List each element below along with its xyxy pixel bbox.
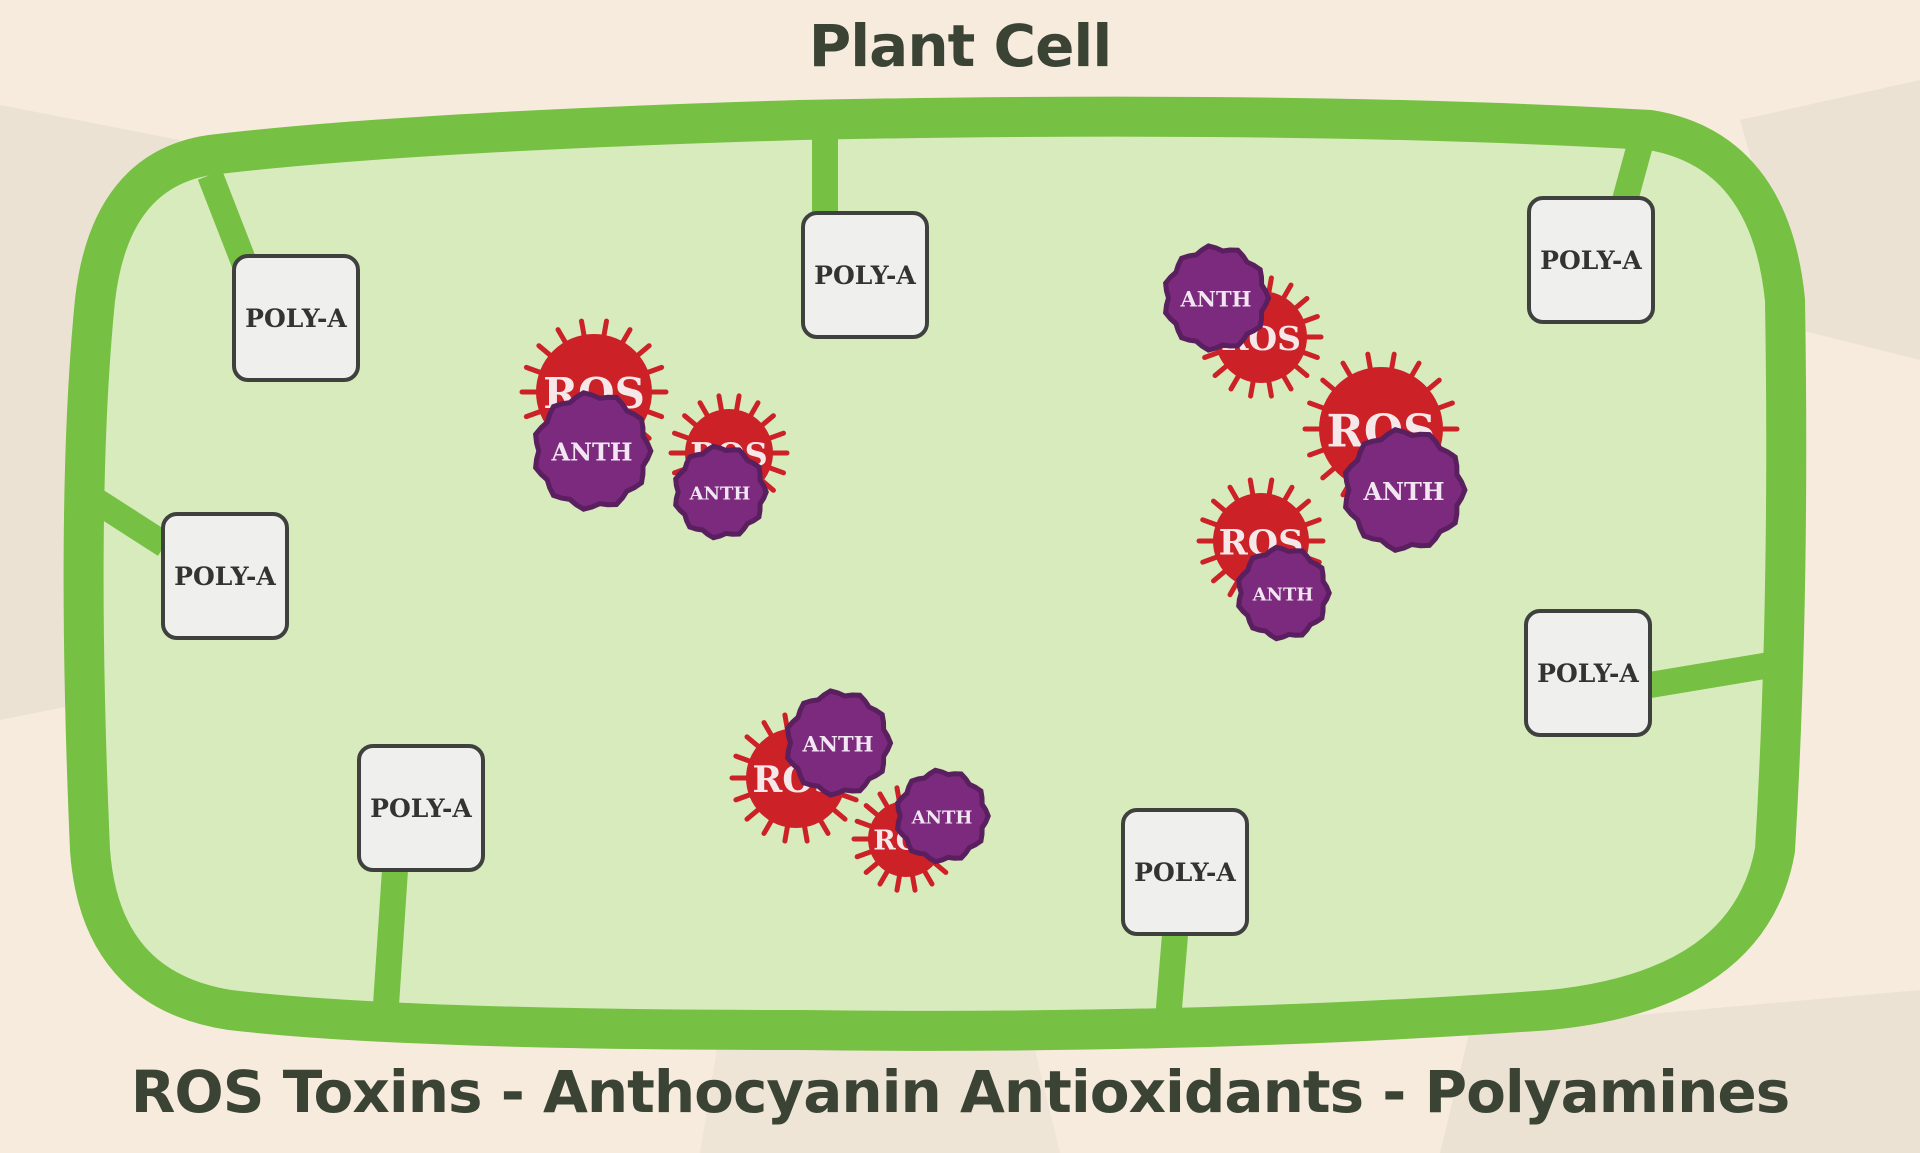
strand-3 — [1612, 141, 1653, 204]
polyamine-label: POLY-A — [1537, 659, 1639, 688]
polyamine-box: POLY-A — [1527, 196, 1655, 324]
anth-body — [673, 443, 769, 541]
strand-6 — [372, 869, 408, 1021]
anth-body — [1162, 243, 1272, 353]
polyamine-label: POLY-A — [174, 562, 276, 591]
polyamine-label: POLY-A — [245, 304, 347, 333]
polyamine-label: POLY-A — [1134, 858, 1236, 887]
anthocyanin-antioxidant: ANTH — [1236, 544, 1332, 642]
polyamine-box: POLY-A — [1121, 808, 1249, 936]
anth-body — [895, 767, 991, 865]
anthocyanin-antioxidant: ANTH — [1162, 243, 1272, 353]
diagram-title: Plant Cell — [808, 12, 1112, 80]
anth-label: ANTH — [1180, 287, 1252, 312]
anth-label: ANTH — [802, 732, 874, 757]
anth-label: ANTH — [1362, 477, 1444, 506]
bg-shade-bottom-right — [1440, 990, 1920, 1153]
polyamine-box: POLY-A — [161, 512, 289, 640]
ros-anth-layer: ROSANTHROSANTHROSANTHROSANTHROSANTHROSAN… — [519, 243, 1468, 893]
connector-strands — [87, 125, 1773, 1022]
bg-shade-right — [1740, 80, 1920, 360]
anthocyanin-antioxidant: ANTH — [1342, 427, 1468, 553]
polyamine-box: POLY-A — [801, 211, 929, 339]
anth-body — [1236, 544, 1332, 642]
polyamine-box-shape — [161, 512, 289, 640]
polyamine-box-shape — [1527, 196, 1655, 324]
anthocyanin-antioxidant: ANTH — [784, 688, 894, 798]
cytoplasm — [63, 96, 1807, 1051]
strand-7 — [1155, 933, 1188, 1022]
polyamine-box-shape — [1524, 609, 1652, 737]
polyamine-layer: POLY-A POLY-A POLY-A POLY-A POLY-A POLY-A POLY… — [161, 196, 1655, 936]
polyamine-label: POLY-A — [814, 261, 916, 290]
strand-4 — [87, 489, 173, 556]
polyamine-box: POLY-A — [357, 744, 485, 872]
bg-shade-bottom-mid — [700, 1030, 1060, 1153]
anth-label: ANTH — [689, 483, 751, 504]
polyamine-box: POLY-A — [232, 254, 360, 382]
anth-label: ANTH — [550, 438, 632, 467]
polyamine-label: POLY-A — [1540, 246, 1642, 275]
polyamine-box-shape — [1121, 808, 1249, 936]
polyamine-label: POLY-A — [370, 794, 472, 823]
anth-body — [1342, 427, 1468, 553]
anth-label: ANTH — [911, 807, 973, 828]
strand-5 — [1647, 652, 1773, 698]
anthocyanin-antioxidant: ANTH — [673, 443, 769, 541]
diagram-caption: ROS Toxins - Anthocyanin Antioxidants - … — [130, 1058, 1790, 1126]
anth-body — [532, 390, 654, 512]
polyamine-box-shape — [801, 211, 929, 339]
polyamine-box: POLY-A — [1524, 609, 1652, 737]
polyamine-box-shape — [232, 254, 360, 382]
anth-label: ANTH — [1252, 584, 1314, 605]
polyamine-box-shape — [357, 744, 485, 872]
anth-body — [784, 688, 894, 798]
anthocyanin-antioxidant: ANTH — [532, 390, 654, 512]
anthocyanin-antioxidant: ANTH — [895, 767, 991, 865]
strand-1 — [197, 170, 258, 270]
